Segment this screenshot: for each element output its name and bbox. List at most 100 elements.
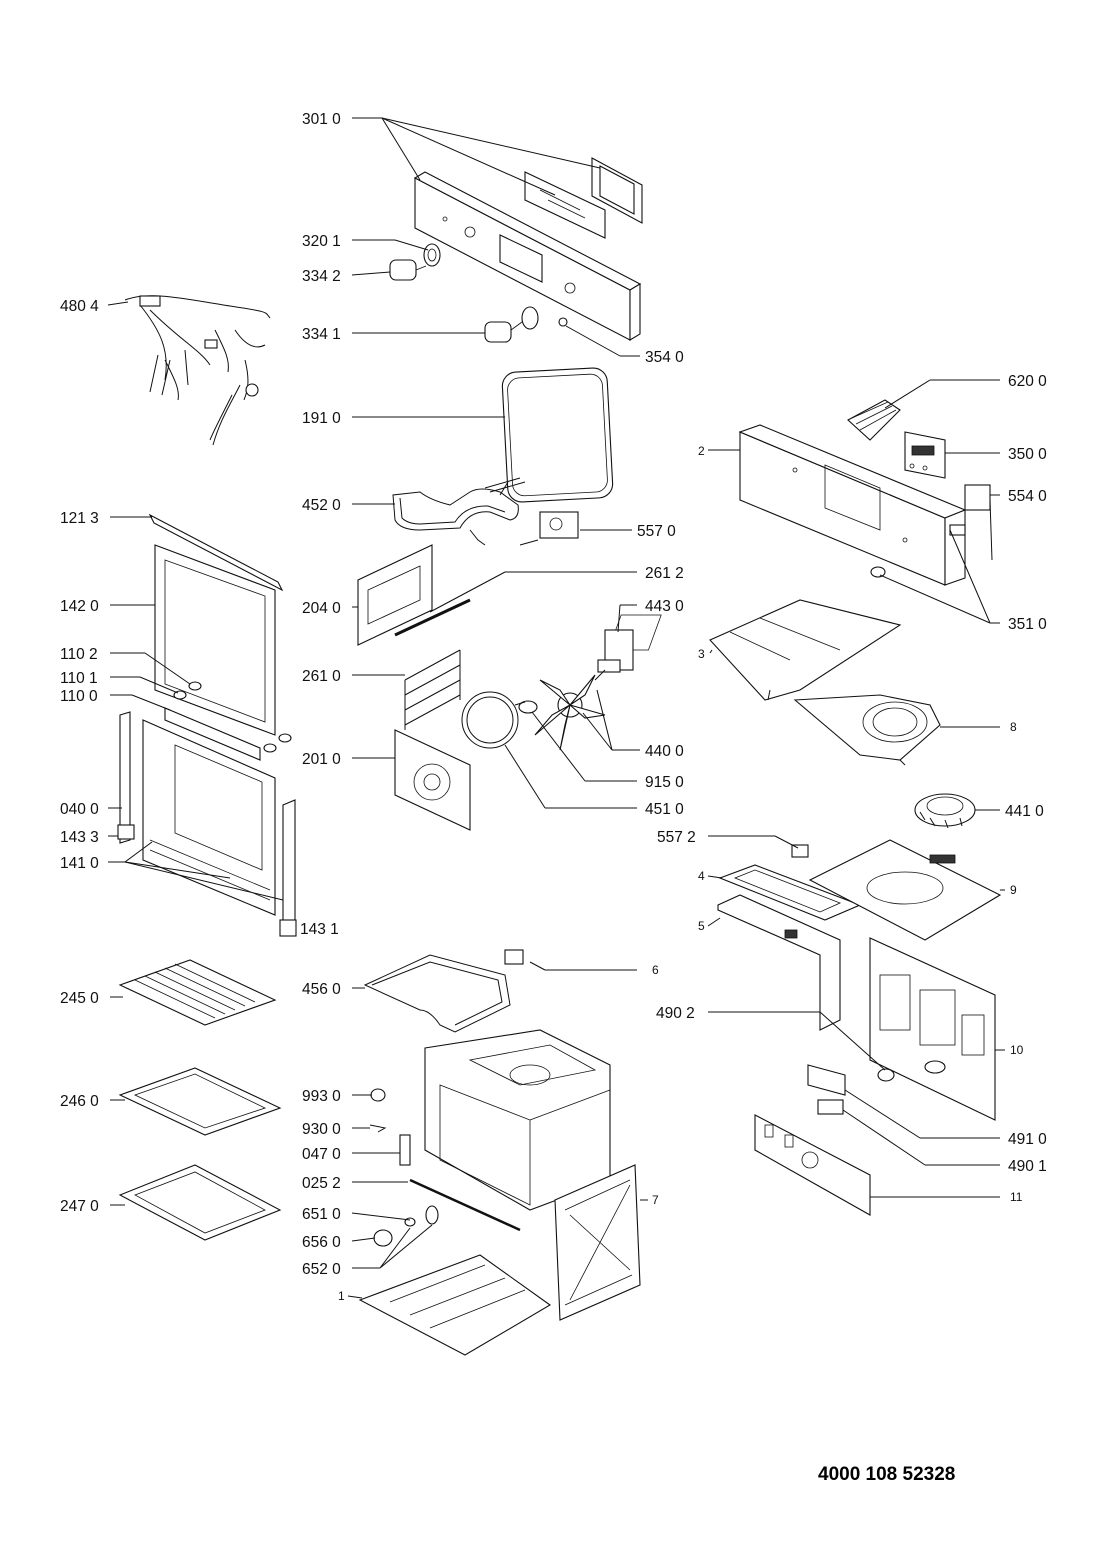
cavity-fittings <box>369 1088 521 1247</box>
module-490-1 <box>817 1099 844 1115</box>
label-557-0: 557 0 <box>637 523 676 540</box>
rack-frame <box>357 544 433 646</box>
label-143-3: 143 3 <box>60 829 99 846</box>
control-panel <box>413 171 642 341</box>
label-3: 3 <box>698 647 705 661</box>
label-040-0: 040 0 <box>60 801 99 818</box>
label-351-0: 351 0 <box>1008 616 1047 633</box>
label-025-2: 025 2 <box>302 1175 341 1192</box>
label-441-0: 441 0 <box>1005 803 1044 820</box>
label-557-2: 557 2 <box>657 829 696 846</box>
label-480-4: 480 4 <box>60 298 99 315</box>
door-side-profile-right <box>282 799 296 931</box>
label-110-0: 110 0 <box>60 688 98 705</box>
label-443-0: 443 0 <box>645 598 684 615</box>
label-620-0: 620 0 <box>1008 373 1047 390</box>
label-10: 10 <box>1010 1043 1024 1057</box>
fan-housing <box>793 694 941 766</box>
label-554-0: 554 0 <box>1008 488 1047 505</box>
bottom-heater <box>363 949 524 1033</box>
rear-frame <box>554 1164 641 1321</box>
grill-heater <box>392 477 526 546</box>
label-452-0: 452 0 <box>302 497 341 514</box>
base-panel <box>358 1254 552 1356</box>
document-number: 4000 108 52328 <box>818 1464 955 1485</box>
inner-door-glass <box>142 719 276 916</box>
indicator-lamp <box>558 317 568 327</box>
label-7: 7 <box>652 1193 659 1207</box>
label-491-0: 491 0 <box>1008 1131 1047 1148</box>
label-334-2: 334 2 <box>302 268 341 285</box>
door-trim-121 <box>148 513 284 592</box>
hinge-143-1 <box>279 919 297 937</box>
label-142-0: 142 0 <box>60 598 99 615</box>
label-350-0: 350 0 <box>1008 446 1047 463</box>
thermostat <box>519 511 579 546</box>
knob-490-2 <box>877 1068 895 1082</box>
hinge-143-3 <box>117 824 135 840</box>
top-cover <box>607 599 902 701</box>
label-440-0: 440 0 <box>645 743 684 760</box>
upper-plate-9 <box>808 839 1002 941</box>
label-334-1: 334 1 <box>302 326 341 343</box>
label-4: 4 <box>698 869 705 883</box>
wire-shelf <box>118 959 277 1026</box>
rack-rail <box>394 598 471 637</box>
label-261-2: 261 2 <box>645 565 684 582</box>
label-143-1: 143 1 <box>300 921 339 938</box>
fan-cover <box>394 729 471 831</box>
label-247-0: 247 0 <box>60 1198 99 1215</box>
cooling-fan <box>914 793 976 829</box>
baking-tray-247 <box>118 1164 282 1241</box>
label-652-0: 652 0 <box>302 1261 341 1278</box>
side-panel-11 <box>754 1114 871 1216</box>
relay-554 <box>964 484 993 561</box>
circular-heater <box>461 691 526 749</box>
label-651-0: 651 0 <box>302 1206 341 1223</box>
door-side-profile-040 <box>119 711 131 844</box>
label-8: 8 <box>1010 720 1017 734</box>
label-11: 11 <box>1010 1190 1023 1204</box>
label-110-1: 110 1 <box>60 670 98 687</box>
outer-door-glass <box>154 544 276 736</box>
label-2: 2 <box>698 444 705 458</box>
label-6: 6 <box>652 963 659 977</box>
label-191-0: 191 0 <box>302 410 341 427</box>
label-245-0: 245 0 <box>60 990 99 1007</box>
module-491 <box>807 1064 846 1096</box>
rack-supports <box>404 649 461 730</box>
display-frame <box>591 157 643 224</box>
oven-cavity <box>424 1029 611 1211</box>
label-1: 1 <box>338 1289 345 1303</box>
label-915-0: 915 0 <box>645 774 684 791</box>
label-141-0: 141 0 <box>60 855 99 872</box>
safety-thermostat-351 <box>870 524 966 578</box>
label-490-2: 490 2 <box>656 1005 695 1022</box>
label-5: 5 <box>698 919 705 933</box>
door-top-strip <box>164 707 261 761</box>
pressure-switch-557-2 <box>791 844 809 858</box>
label-047-0: 047 0 <box>302 1146 341 1163</box>
door-gasket <box>501 367 614 503</box>
label-246-0: 246 0 <box>60 1093 99 1110</box>
label-121-3: 121 3 <box>60 510 99 527</box>
label-110-2: 110 2 <box>60 646 98 663</box>
knob-334-2 <box>389 259 427 281</box>
display-glass <box>524 171 606 239</box>
fan-blade <box>518 674 606 751</box>
label-354-0: 354 0 <box>645 349 684 366</box>
label-490-1: 490 1 <box>1008 1158 1047 1175</box>
label-656-0: 656 0 <box>302 1234 341 1251</box>
back-panel-10 <box>869 937 996 1121</box>
vent-bracket-5 <box>717 894 841 1031</box>
label-301-0: 301 0 <box>302 111 341 128</box>
module-bracket <box>738 424 967 586</box>
knob-320-1 <box>423 243 441 267</box>
label-320-1: 320 1 <box>302 233 341 250</box>
label-9: 9 <box>1010 883 1017 897</box>
knob-334-1 <box>484 306 539 343</box>
label-204-0: 204 0 <box>302 600 341 617</box>
label-456-0: 456 0 <box>302 981 341 998</box>
label-993-0: 993 0 <box>302 1088 341 1105</box>
